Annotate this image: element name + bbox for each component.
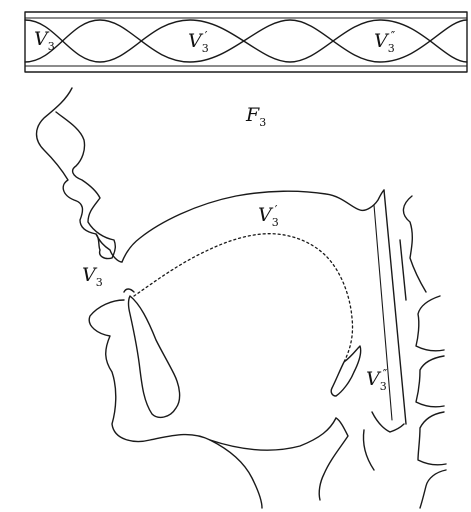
tube-left-label-base: V: [34, 28, 48, 50]
tract-lips-label-base: V: [82, 264, 96, 286]
formant-label-sub: 3: [259, 116, 266, 129]
standing-wave-tube: [25, 12, 467, 72]
standing-wave-lower: [25, 20, 467, 62]
tract-palate-label: V3′: [258, 204, 277, 228]
vertebra-2: [416, 296, 444, 351]
tube-right-label-mark: ″: [391, 29, 395, 43]
lower-lip-contour: [124, 289, 134, 292]
tube-middle-label-mark: ′: [205, 29, 208, 43]
lower-lip: [89, 300, 336, 450]
vertebra-1: [403, 196, 426, 292]
tract-palate-label-base: V: [258, 204, 272, 226]
epiglottis: [331, 346, 361, 396]
tube-middle-label-base: V: [188, 30, 202, 52]
vertebra-5: [420, 470, 446, 508]
face-profile: [37, 88, 116, 259]
tract-lips-label: V3: [82, 266, 103, 288]
tract-pharynx-label-base: V: [366, 368, 380, 390]
tube-middle-label: V3′: [188, 30, 207, 54]
spine-edge: [400, 240, 406, 300]
tract-pharynx-label-sub: 3: [380, 380, 387, 393]
standing-wave-upper: [25, 20, 467, 62]
vertebra-4: [418, 412, 446, 465]
tube-right-label: V3″: [374, 30, 395, 54]
tongue-surface-dotted: [134, 234, 353, 362]
tract-pharynx-label: V3″: [366, 368, 387, 392]
tongue-tip: [129, 296, 180, 417]
tube-middle-label-sub: 3: [202, 42, 209, 55]
pharynx-wall: [384, 190, 406, 424]
hard-palate: [122, 190, 384, 262]
vertebra-3: [416, 356, 444, 407]
formant-label-base: F: [246, 104, 259, 126]
larynx-front: [372, 412, 404, 432]
tract-palate-label-mark: ′: [275, 203, 278, 217]
tract-pharynx-label-mark: ″: [383, 367, 387, 381]
cervical-vertebrae: [400, 196, 446, 508]
formant-label: F3: [246, 106, 266, 128]
tube-left-label: V3: [34, 30, 55, 52]
tube-right-label-base: V: [374, 30, 388, 52]
tube-left-label-sub: 3: [48, 40, 55, 53]
tract-lips-label-sub: 3: [96, 276, 103, 289]
tract-palate-label-sub: 3: [272, 216, 279, 229]
tube-right-label-sub: 3: [388, 42, 395, 55]
